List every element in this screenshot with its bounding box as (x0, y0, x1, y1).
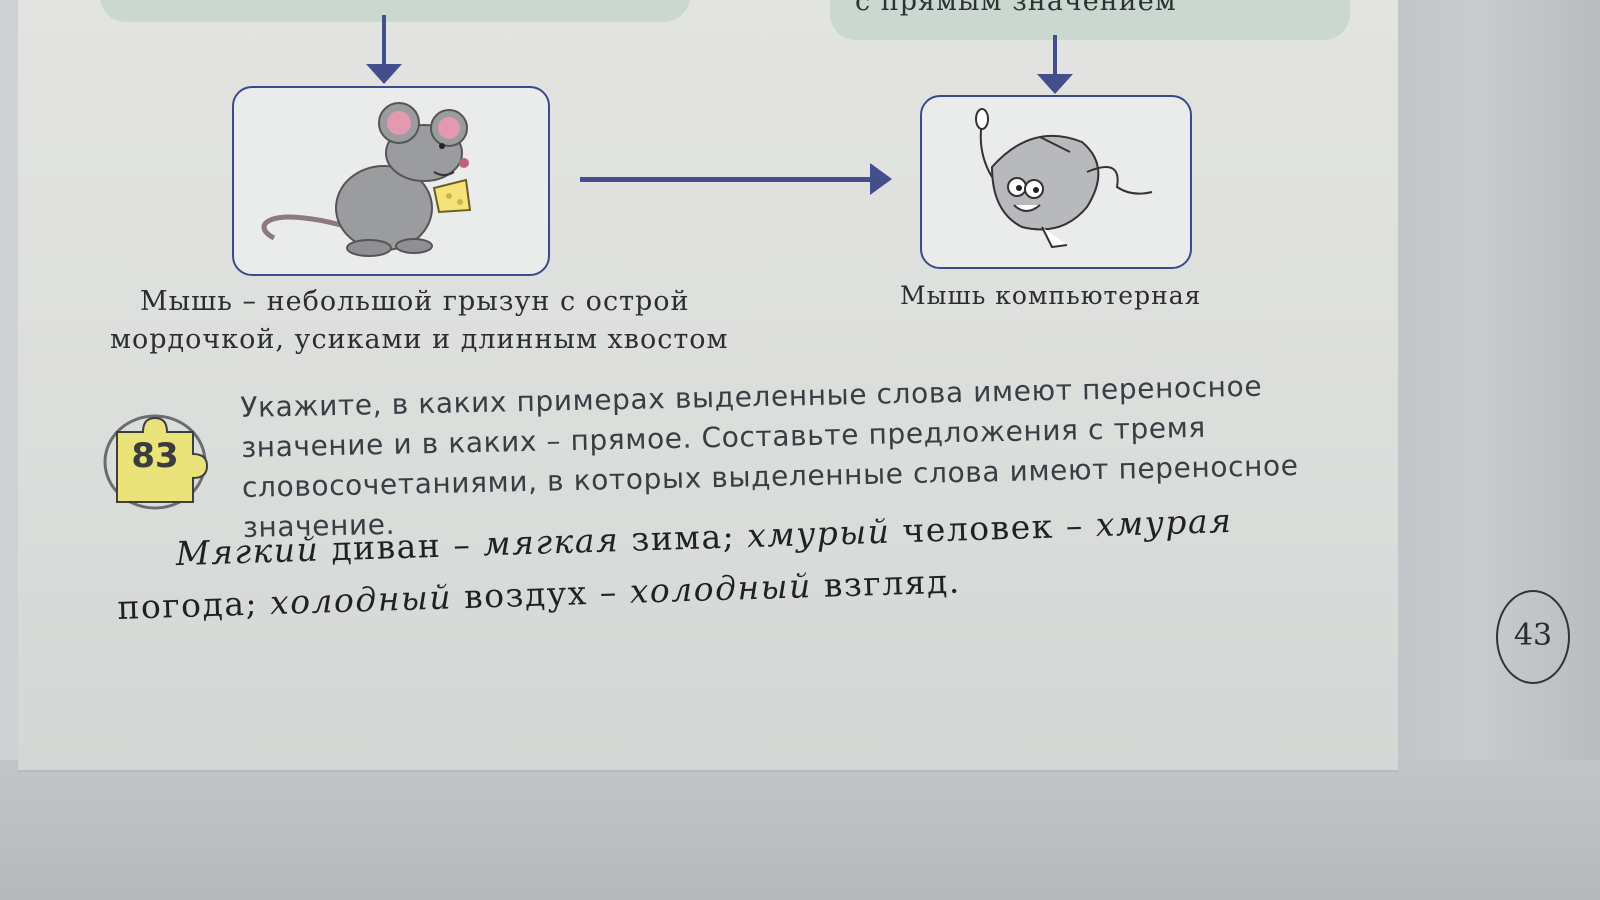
rodent-picture-frame (232, 86, 550, 276)
rodent-caption: Мышь – небольшой грызун с острой мордочк… (110, 283, 810, 359)
answer-word: воздух – (451, 571, 631, 617)
answer-word: холодный (269, 577, 453, 623)
page-number-circle: 43 (1496, 590, 1570, 684)
arrow-right (580, 163, 892, 195)
arrow-down-left (366, 15, 402, 84)
computer-mouse-icon (975, 108, 1153, 249)
rodent-caption-line2: мордочкой, усиками и длинным хвостом (110, 324, 729, 355)
answer-word: диван – (318, 524, 484, 569)
answer-word: Мягкий (175, 529, 320, 574)
page-number: 43 (1513, 618, 1553, 653)
answer-word: зима; (618, 516, 748, 560)
rodent-mouse-icon (261, 102, 472, 257)
exercise-badge: 83 (103, 410, 213, 510)
page-edge-shadow (1395, 0, 1600, 900)
arrow-down-right (1037, 35, 1073, 94)
bubble-text: с прямым значением (855, 0, 1177, 17)
answer-word: мягкая (482, 520, 620, 564)
answer-word: хмурый (746, 511, 892, 556)
lower-page-area (0, 760, 1600, 900)
exercise-number: 83 (131, 436, 179, 476)
computer-mouse-caption: Мышь компьютерная (900, 281, 1202, 310)
answer-word: холодный (629, 566, 813, 611)
computer-mouse-picture-frame (920, 95, 1192, 269)
top-left-bubble (100, 0, 690, 22)
rodent-caption-line1: Мышь – небольшой грызун с острой (140, 286, 690, 317)
puzzle-piece-icon (103, 414, 209, 510)
answer-word: человек – (889, 505, 1097, 551)
answer-word: погода; (116, 583, 271, 627)
answer-word: хмурая (1095, 500, 1234, 545)
top-right-bubble (830, 0, 1350, 40)
answer-word: взгляд. (811, 561, 962, 606)
